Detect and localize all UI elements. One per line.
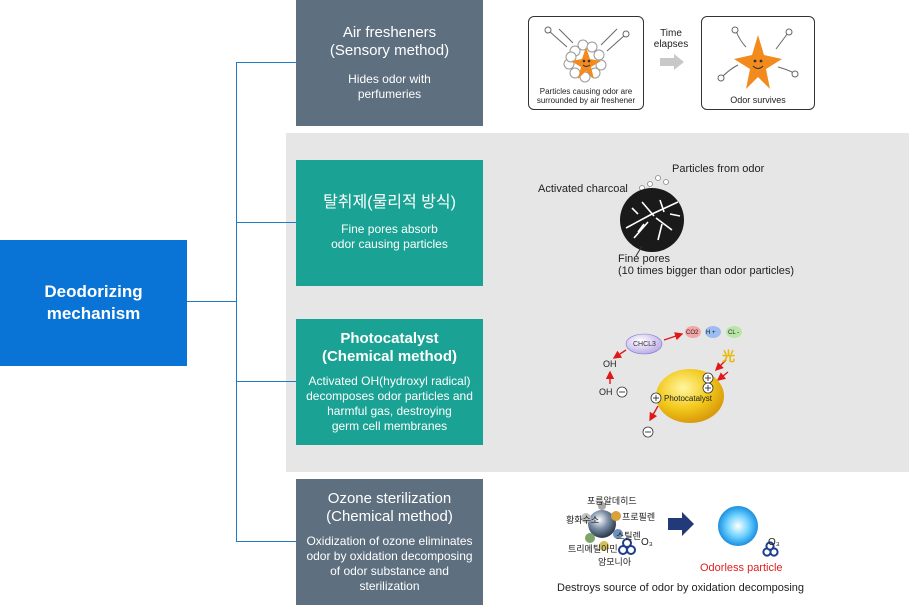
fig4-caption: Destroys source of odor by oxidation dec… [557,582,805,594]
fig3-core-label: Photocatalyst [664,394,713,403]
fig4-odorless-label: Odorless particle [700,562,783,574]
box-title-1: Air fresheners [342,24,437,41]
box-title-1: Photocatalyst [340,330,439,347]
fig4-chem-1: 포름알데히드 [587,496,637,506]
box-desc-1: Activated OH(hydroxyl radical) [308,374,471,388]
root-node: Deodorizing mechanism [0,240,187,366]
fig1-arrow-label-2: elapses [653,39,689,50]
fig1-left-panel: Particles causing odor are surrounded by… [528,16,644,110]
fig2-particles-label: Particles from odor [672,163,765,175]
box-deodorizer: 탈취제(물리적 방식) Fine pores absorb odor causi… [296,160,483,286]
fig3-cl-label: CL - [728,330,740,336]
box-desc-1: Fine pores absorb [341,222,438,236]
fig1-arrow-label-1: Time [660,28,682,39]
fig1-right-caption: Odor survives [730,95,786,105]
box-desc-4: germ cell membranes [331,419,448,433]
box-title-2: (Chemical method) [326,508,453,525]
box-title-2: (Chemical method) [321,348,457,365]
fig3-oh-left: OH [599,387,613,397]
box-title-1: Ozone sterilization [327,490,452,507]
fig3-chcl3-label: CHCL3 [633,341,656,348]
fig4-chem-3: 프로필렌 [622,512,656,522]
box-photocatalyst: Photocatalyst (Chemical method) Activate… [296,319,483,445]
connector-branch-2 [236,222,296,223]
odor-particle-surrounded-icon [544,26,630,83]
connector-trunk [236,62,237,542]
fig1-right-panel: Odor survives [701,16,815,110]
box-desc-2: odor by oxidation decomposing [306,549,473,563]
fig3-h-label: H + [706,330,716,336]
fig4-o3-right: O₃ [768,537,780,548]
fig3-co2-label: CO2 [686,330,699,336]
fig2-charcoal-label: Activated charcoal [538,183,628,195]
right-arrow-icon [660,54,684,70]
connector-branch-3 [236,381,296,382]
photocatalyst-reaction-icon [605,326,742,438]
box-ozone: Ozone sterilization (Chemical method) Ox… [296,479,483,605]
box-desc-3: harmful gas, destroying [327,404,452,418]
connector-branch-4 [236,541,296,542]
fig4-chem-4: 스틸렌 [616,531,641,541]
fig1-left-caption-1: Particles causing odor are [539,87,633,96]
box-air-fresheners: Air fresheners (Sensory method) Hides od… [296,0,483,126]
box-desc-2: odor causing particles [331,237,448,251]
odor-survives-icon [717,26,799,89]
fig1-left-caption-2: surrounded by air freshener [536,96,636,105]
fig2-pores-label: Fine pores [618,253,670,265]
fig2-pores-note: (10 times bigger than odor particles) [618,265,795,277]
fig4-chem-6: 암모니아 [598,557,632,567]
fig3-oh-top: OH [603,359,617,369]
activated-charcoal-icon [620,175,684,257]
connector-branch-1 [236,62,296,63]
fig4-o3-left: O₃ [641,537,653,548]
box-title-1: 탈취제(물리적 방식) [323,194,456,211]
fig4-chem-5: 트리메틸아민 [568,544,618,554]
box-title-2: (Sensory method) [329,42,450,59]
connector-root [187,301,237,302]
ozone-decomposition-icon [581,502,779,557]
box-desc-3: of odor substance and [330,564,449,578]
root-line-2: mechanism [46,304,141,323]
root-line-1: Deodorizing [44,282,143,301]
box-desc-4: sterilization [359,579,420,593]
fig4-chem-2: 황화수소 [566,515,600,525]
box-desc-2: decomposes odor particles and [306,389,473,403]
fig3-light-label: 光 [722,349,736,364]
box-desc-1: Hides odor with [348,72,431,86]
box-desc-1: Oxidization of ozone eliminates [306,534,473,548]
box-desc-2: perfumeries [357,87,422,101]
